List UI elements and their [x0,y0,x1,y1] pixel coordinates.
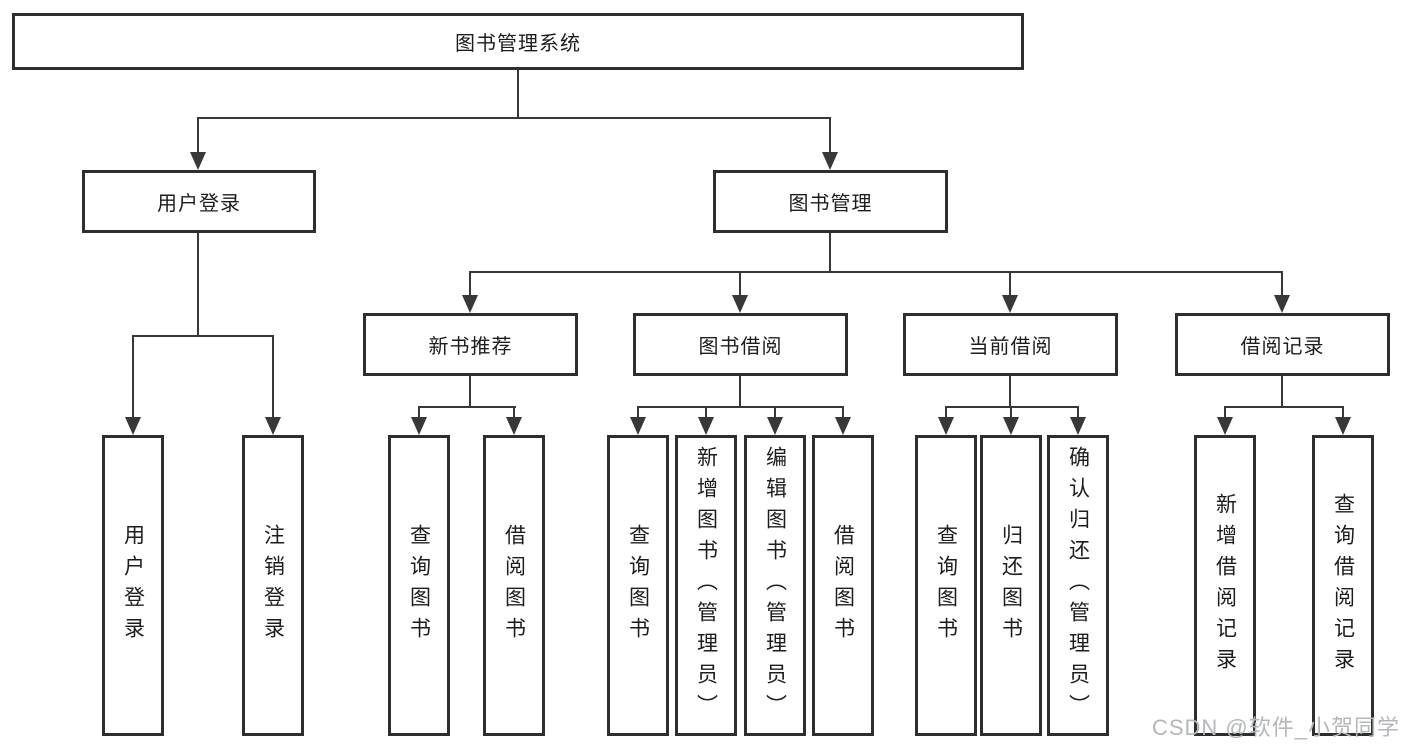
node-current-borrow-label: 当前借阅 [968,336,1053,358]
leaf-confirm-return-admin-label: 确认归还（管理员） [1066,446,1090,725]
node-new-book-recommend: 新书推荐 [363,313,578,376]
edge-to-new-book-recommend [469,271,471,299]
edge-to-leaf-query-books-3 [945,406,947,421]
leaf-return-book: 归还图书 [980,435,1042,736]
arrowhead-leaf-add-book-icon [698,417,714,435]
arrowhead-borrow-records-icon [1274,295,1290,313]
node-book-borrow-label: 图书借阅 [698,336,783,358]
arrowhead-leaf-borrow-books-1-icon [506,417,522,435]
arrowhead-book-borrow-icon [732,295,748,313]
arrowhead-leaf-add-borrow-record-icon [1217,417,1233,435]
node-borrow-records-label: 借阅记录 [1240,336,1325,358]
edge-user-login-branch [132,335,274,337]
arrowhead-leaf-logout-icon [265,417,281,435]
edge-new-book-recommend-branch [418,406,516,408]
edge-to-leaf-query-books-2 [637,406,639,421]
leaf-query-books-3-label: 查询图书 [934,523,958,648]
arrowhead-current-borrow-icon [1002,295,1018,313]
edge-book-borrow-branch [637,406,844,408]
leaf-borrow-books-2-label: 借阅图书 [831,523,855,648]
leaf-edit-book-admin: 编辑图书（管理员） [744,435,806,736]
edge-to-current-borrow [1009,271,1011,299]
edge-to-user-login [197,117,199,157]
node-book-management-label: 图书管理 [788,193,873,215]
arrowhead-leaf-query-books-2-icon [630,417,646,435]
edge-new-book-recommend-stem [469,376,471,408]
node-current-borrow: 当前借阅 [903,313,1118,376]
edge-to-leaf-query-borrow-record [1342,406,1344,421]
leaf-borrow-books-1-label: 借阅图书 [502,523,526,648]
arrowhead-leaf-query-books-1-icon [411,417,427,435]
node-book-management: 图书管理 [713,170,948,233]
node-user-login: 用户登录 [82,170,316,233]
leaf-query-borrow-record-label: 查询借阅记录 [1331,492,1355,679]
leaf-add-book-admin-label: 新增图书（管理员） [694,446,718,725]
arrowhead-leaf-query-books-3-icon [938,417,954,435]
arrowhead-book-management-icon [822,152,838,170]
edge-root-branch [197,117,831,119]
node-root-label: 图书管理系统 [455,33,581,55]
watermark: CSDN @软件_小贺同学 [1151,715,1400,740]
edge-to-borrow-records [1281,271,1283,299]
edge-to-leaf-edit-book [774,406,776,421]
edge-current-borrow-branch [945,406,1079,408]
edge-to-leaf-add-book [705,406,707,421]
arrowhead-leaf-query-borrow-record-icon [1335,417,1351,435]
arrowhead-leaf-confirm-return-icon [1070,417,1086,435]
edge-to-leaf-borrow-books-1 [513,406,515,421]
leaf-borrow-books-1: 借阅图书 [483,435,545,736]
leaf-borrow-books-2: 借阅图书 [812,435,874,736]
edge-to-leaf-return-book [1010,406,1012,421]
edge-to-leaf-logout [272,335,274,421]
leaf-query-borrow-record: 查询借阅记录 [1312,435,1374,736]
edge-borrow-records-branch [1224,406,1344,408]
leaf-logout-label: 注销登录 [261,523,285,648]
edge-current-borrow-stem [1009,376,1011,408]
edge-to-book-borrow [739,271,741,299]
arrowhead-user-login-icon [190,152,206,170]
edge-to-leaf-add-borrow-record [1224,406,1226,421]
edge-to-leaf-confirm-return [1077,406,1079,421]
edge-book-borrow-stem [739,376,741,408]
edge-to-leaf-user-login [132,335,134,421]
leaf-edit-book-admin-label: 编辑图书（管理员） [763,446,787,725]
edge-root-stem [517,70,519,119]
arrowhead-leaf-return-book-icon [1003,417,1019,435]
arrowhead-leaf-edit-book-icon [767,417,783,435]
leaf-query-books-3: 查询图书 [915,435,977,736]
leaf-query-books-2-label: 查询图书 [626,523,650,648]
node-book-borrow: 图书借阅 [633,313,848,376]
edge-book-management-branch [469,271,1283,273]
leaf-query-books-2: 查询图书 [607,435,669,736]
edge-book-management-stem [829,233,831,273]
edge-to-leaf-borrow-books-2 [842,406,844,421]
leaf-add-borrow-record: 新增借阅记录 [1194,435,1256,736]
leaf-user-login: 用户登录 [102,435,164,736]
leaf-user-login-label: 用户登录 [121,523,145,648]
leaf-add-borrow-record-label: 新增借阅记录 [1213,492,1237,679]
node-root: 图书管理系统 [12,13,1024,70]
leaf-confirm-return-admin: 确认归还（管理员） [1047,435,1109,736]
leaf-query-books-1: 查询图书 [388,435,450,736]
node-user-login-label: 用户登录 [157,193,241,215]
edge-to-book-management [829,117,831,157]
node-new-book-recommend-label: 新书推荐 [428,336,513,358]
edge-to-leaf-query-books-1 [418,406,420,421]
arrowhead-leaf-user-login-icon [125,417,141,435]
leaf-logout: 注销登录 [242,435,304,736]
arrowhead-new-book-recommend-icon [462,295,478,313]
node-borrow-records: 借阅记录 [1175,313,1390,376]
edge-borrow-records-stem [1281,376,1283,408]
leaf-query-books-1-label: 查询图书 [407,523,431,648]
leaf-add-book-admin: 新增图书（管理员） [675,435,737,736]
arrowhead-leaf-borrow-books-2-icon [835,417,851,435]
leaf-return-book-label: 归还图书 [999,523,1023,648]
edge-user-login-stem [197,233,199,337]
